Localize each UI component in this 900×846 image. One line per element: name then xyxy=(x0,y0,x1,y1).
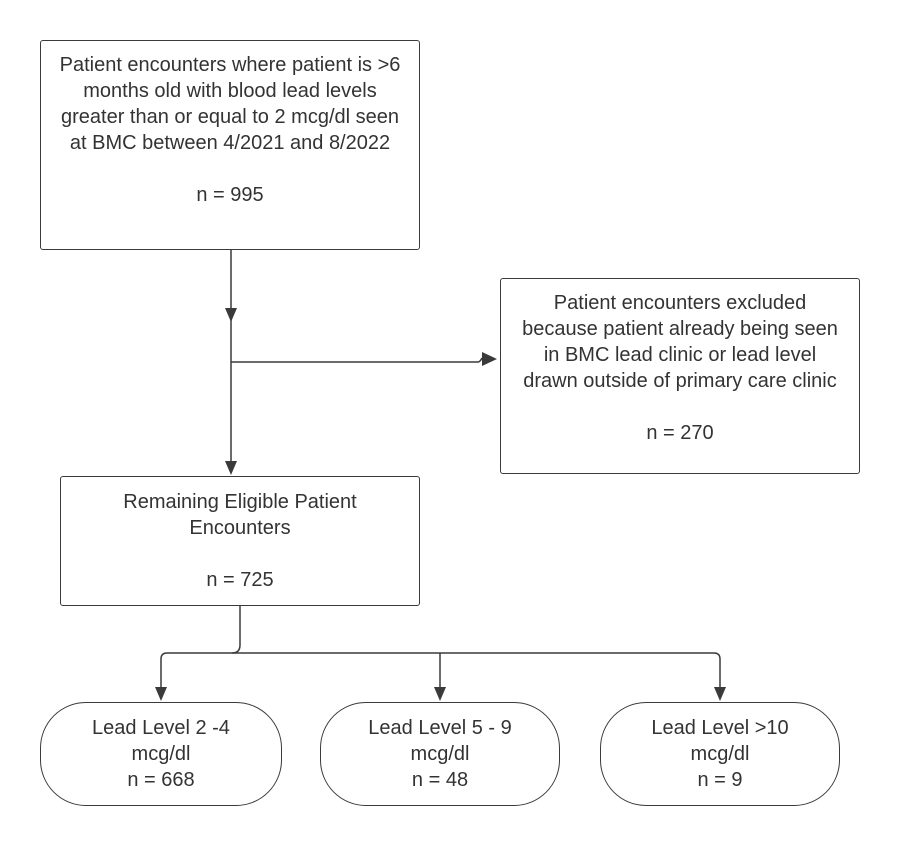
arrowhead-to-outcome-3 xyxy=(714,687,726,701)
initial-encounters-text: Patient encounters where patient is >6 m… xyxy=(59,54,401,154)
bottom-tree-left-drop xyxy=(160,652,168,688)
outcome-unit: mcg/dl xyxy=(690,743,750,765)
bottom-tree-stem xyxy=(231,606,241,654)
excluded-encounters-box: Patient encounters excluded because pati… xyxy=(500,278,860,474)
outcome-label: Lead Level >10 xyxy=(651,717,789,739)
outcome-unit: mcg/dl xyxy=(410,743,470,765)
remaining-encounters-count: n = 725 xyxy=(206,569,274,591)
outcome-count: n = 668 xyxy=(127,769,195,791)
arrowhead-right-to-excluded xyxy=(482,352,497,366)
arrowhead-to-outcome-1 xyxy=(155,687,167,701)
excluded-encounters-count: n = 270 xyxy=(646,422,714,444)
outcome-box-lead-2-4: Lead Level 2 -4 mcg/dl n = 668 xyxy=(40,702,282,806)
outcome-unit: mcg/dl xyxy=(131,743,191,765)
exclusion-branch-line xyxy=(231,357,483,363)
outcome-count: n = 48 xyxy=(411,769,469,791)
remaining-encounters-text: Remaining Eligible Patient Encounters xyxy=(123,491,357,539)
initial-encounters-box: Patient encounters where patient is >6 m… xyxy=(40,40,420,250)
outcome-box-lead-5-9: Lead Level 5 - 9 mcg/dl n = 48 xyxy=(320,702,560,806)
bottom-tree-bus xyxy=(167,652,721,688)
outcome-count: n = 9 xyxy=(697,769,743,791)
outcome-label: Lead Level 5 - 9 xyxy=(368,717,512,739)
excluded-encounters-text: Patient encounters excluded because pati… xyxy=(522,292,838,392)
arrowhead-to-outcome-2 xyxy=(434,687,446,701)
initial-encounters-count: n = 995 xyxy=(196,184,264,206)
remaining-encounters-box: Remaining Eligible Patient Encounters n … xyxy=(60,476,420,606)
outcome-label: Lead Level 2 -4 xyxy=(92,717,230,739)
outcome-box-lead-over-10: Lead Level >10 mcg/dl n = 9 xyxy=(600,702,840,806)
arrowhead-down-to-box1 xyxy=(225,308,237,322)
arrowhead-down-to-remaining xyxy=(225,461,237,475)
